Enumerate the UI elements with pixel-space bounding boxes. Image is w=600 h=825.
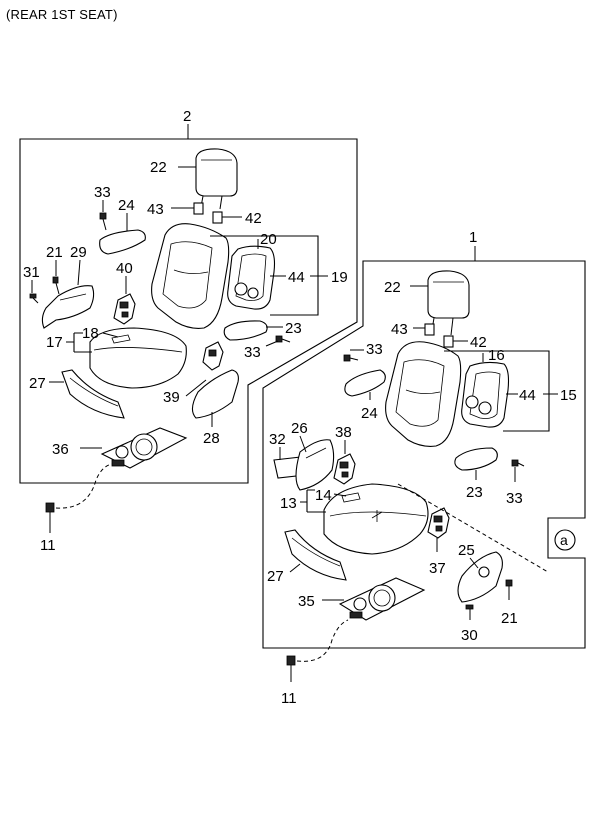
right-recliner bbox=[457, 551, 503, 603]
left-label-insert: 44 bbox=[288, 269, 305, 286]
right-label-back-assy: 15 bbox=[560, 387, 577, 404]
right-bolt-top bbox=[343, 354, 359, 362]
right-cushion bbox=[323, 483, 429, 555]
right-label-cushion-cover: 14 bbox=[315, 487, 332, 504]
right-label-detail: a bbox=[560, 532, 568, 548]
left-assembly-frame bbox=[19, 138, 358, 484]
left-bracket bbox=[202, 341, 224, 371]
left-bottom-bolt bbox=[45, 502, 55, 533]
left-label-bottom-bolt: 11 bbox=[40, 537, 56, 554]
right-label-bolt-top: 33 bbox=[366, 341, 383, 358]
right-label-side-bolt: 33 bbox=[506, 490, 523, 507]
left-hinge-parts bbox=[29, 276, 95, 329]
left-tray bbox=[100, 427, 188, 469]
detail-marker bbox=[554, 529, 576, 551]
left-label-latch: 40 bbox=[116, 260, 133, 277]
right-label-insert: 44 bbox=[519, 387, 536, 404]
right-bracket bbox=[427, 507, 450, 539]
right-side-cover bbox=[454, 447, 525, 471]
right-label-front-trim: 27 bbox=[267, 568, 284, 585]
left-label-screw: 31 bbox=[23, 264, 40, 281]
right-assembly-frame bbox=[262, 260, 586, 649]
right-label-latch: 38 bbox=[335, 424, 352, 441]
left-seat-back bbox=[151, 223, 230, 329]
right-label-recliner: 25 bbox=[458, 542, 475, 559]
right-assembly: 1 22 43 42 bbox=[262, 229, 586, 707]
left-cushion bbox=[89, 327, 187, 389]
left-label-bolt-top: 33 bbox=[94, 184, 111, 201]
left-label-cushion-cover: 18 bbox=[82, 325, 99, 342]
right-seat-back bbox=[385, 341, 462, 447]
left-label-back-assy: 19 bbox=[331, 269, 348, 286]
right-label-cushion-assy: 13 bbox=[280, 495, 297, 512]
left-label-back-frame: 20 bbox=[260, 231, 277, 248]
left-label-armrest: 24 bbox=[118, 197, 135, 214]
right-label-armrest: 24 bbox=[361, 405, 378, 422]
left-label-bolt-side: 21 bbox=[46, 244, 63, 261]
left-label-guide-b: 42 bbox=[245, 210, 262, 227]
left-label-side-panel: 28 bbox=[203, 430, 220, 447]
left-label-front-trim: 27 bbox=[29, 375, 46, 392]
right-label-bolt-side: 21 bbox=[501, 610, 518, 627]
right-label-bracket: 37 bbox=[429, 560, 446, 577]
left-label-cushion-assy: 17 bbox=[46, 334, 63, 351]
right-label-side-cover: 23 bbox=[466, 484, 483, 501]
left-side-panel bbox=[191, 369, 239, 419]
right-label-tray: 35 bbox=[298, 593, 315, 610]
right-armrest-pad bbox=[344, 369, 386, 397]
left-back-frame bbox=[227, 245, 276, 310]
right-bottom-bolt bbox=[286, 655, 296, 682]
right-tray bbox=[338, 577, 426, 621]
right-label-pin: 30 bbox=[461, 627, 478, 644]
right-assembly-ref: 1 bbox=[469, 229, 477, 246]
left-latch bbox=[113, 293, 136, 325]
left-label-headrest: 22 bbox=[150, 159, 167, 176]
right-label-guide-a: 43 bbox=[391, 321, 408, 338]
left-bolt-top bbox=[99, 212, 107, 231]
left-side-cover bbox=[223, 320, 291, 343]
left-label-guide-a: 43 bbox=[147, 201, 164, 218]
right-latch bbox=[333, 453, 356, 485]
right-pin bbox=[465, 604, 474, 620]
left-armrest-pad bbox=[99, 229, 146, 255]
left-label-hinge-cover: 29 bbox=[70, 244, 87, 261]
right-headrest bbox=[427, 270, 470, 336]
right-back-frame bbox=[461, 361, 510, 428]
right-label-headrest: 22 bbox=[384, 279, 401, 296]
left-label-side-cover: 23 bbox=[285, 320, 302, 337]
right-label-guide-b: 42 bbox=[470, 334, 487, 351]
left-headrest bbox=[195, 148, 238, 210]
right-label-back-frame: 16 bbox=[488, 347, 505, 364]
left-front-trim bbox=[61, 369, 125, 419]
diagram-title: (REAR 1ST SEAT) bbox=[6, 7, 118, 22]
left-label-side-bolt: 33 bbox=[244, 344, 261, 361]
left-assembly: 2 22 43 42 bbox=[19, 108, 358, 554]
left-label-bracket: 39 bbox=[163, 389, 180, 406]
left-label-tray: 36 bbox=[52, 441, 69, 458]
right-label-bottom-bolt: 11 bbox=[281, 690, 297, 707]
right-label-hinge-bracket: 32 bbox=[269, 431, 286, 448]
left-assembly-ref: 2 bbox=[183, 108, 191, 125]
right-hinge-parts bbox=[273, 439, 335, 491]
left-headrest-guides bbox=[193, 202, 223, 224]
right-front-trim bbox=[284, 529, 347, 581]
right-label-hinge-cover: 26 bbox=[291, 420, 308, 437]
right-bolt-side bbox=[505, 579, 513, 600]
